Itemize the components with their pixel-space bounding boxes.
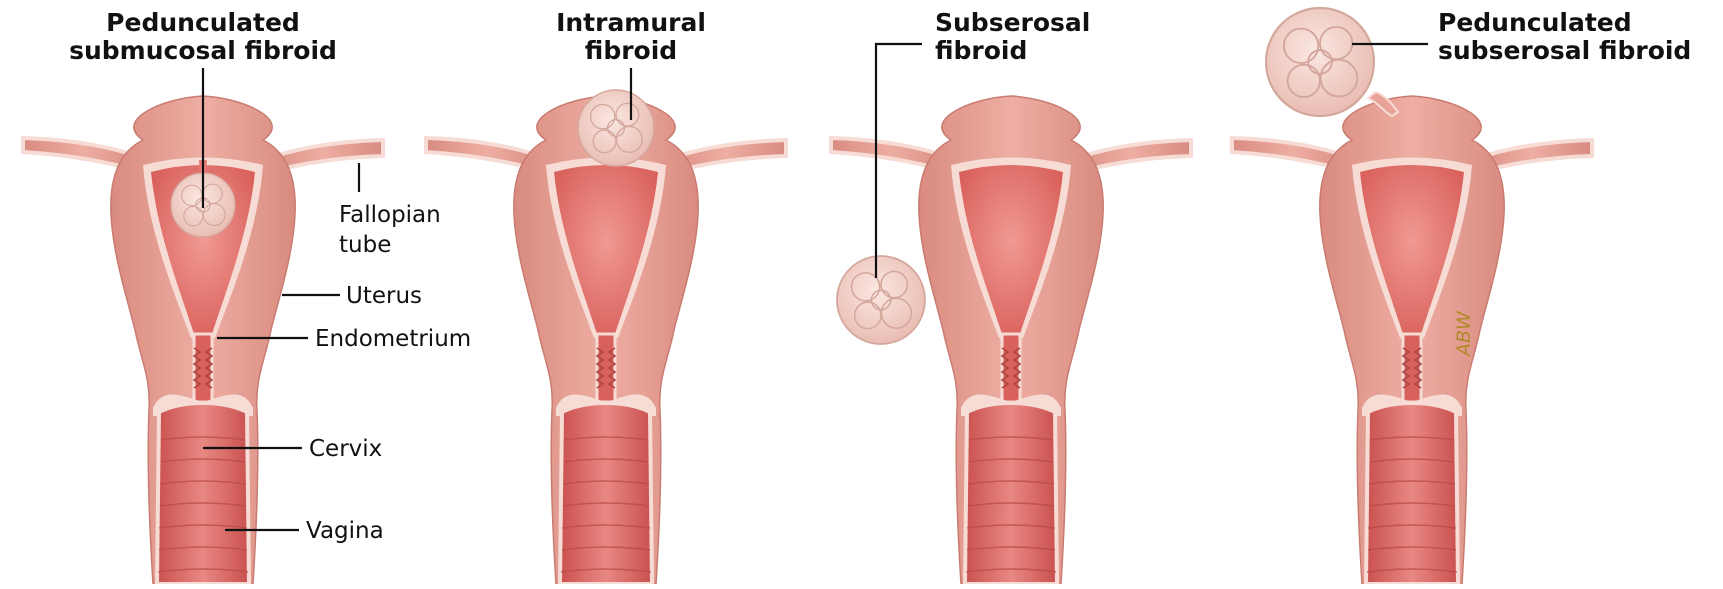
- panel-pedunculated-subserosal: Pedunculated subserosal fibroid ABW: [1232, 8, 1691, 584]
- panel-1-title-line-2: submucosal fibroid: [69, 36, 337, 65]
- label-cervix: Cervix: [309, 436, 382, 462]
- label-endometrium: Endometrium: [315, 326, 471, 352]
- fibroid-subserosal: [837, 256, 925, 344]
- panel-3-title-line-1: Subserosal: [935, 8, 1090, 37]
- panel-intramural: Intramural fibroid: [426, 8, 786, 584]
- panel-2-title-line-2: fibroid: [585, 36, 677, 65]
- panel-2-title-line-1: Intramural: [556, 8, 706, 37]
- panel-1-title-line-1: Pedunculated: [106, 8, 300, 37]
- fibroid-pedunculated-subserosal: [1266, 8, 1374, 116]
- artist-signature: ABW: [1453, 310, 1475, 358]
- label-fallopian-tube-line-1: Fallopian: [339, 202, 441, 228]
- panel-3-title-line-2: fibroid: [935, 36, 1027, 65]
- panel-4-title-line-1: Pedunculated: [1438, 8, 1632, 37]
- label-vagina: Vagina: [306, 518, 384, 544]
- fibroid-intramural: [578, 90, 654, 166]
- label-fallopian-tube-line-2: tube: [339, 232, 391, 258]
- panel-4-title-line-2: subserosal fibroid: [1438, 36, 1691, 65]
- label-uterus: Uterus: [346, 283, 422, 309]
- panel-pedunculated-submucosal: Pedunculated submucosal fibroid Fallopia…: [23, 8, 471, 584]
- panel-subserosal: Subserosal fibroid: [831, 8, 1191, 584]
